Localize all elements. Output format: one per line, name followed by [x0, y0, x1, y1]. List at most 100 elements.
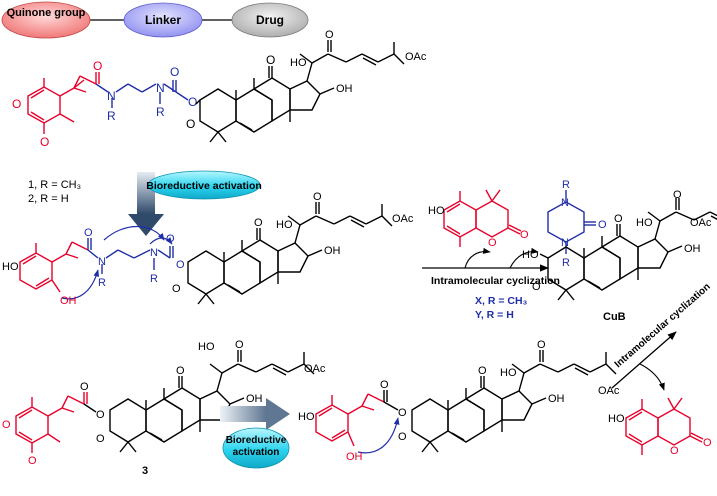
bioreductive-activation-label: Bioreductive activation	[146, 180, 262, 192]
atom-o: O	[614, 213, 623, 225]
bioreductive-activation-label: Bioreductive activation	[225, 435, 287, 458]
atom-ho: HO	[522, 249, 539, 261]
intramolecular-cyclization-label: Intramolecular cyclization	[613, 281, 713, 370]
atom-ho: HO	[2, 261, 19, 273]
compound-2-label: 2, R = H	[28, 193, 69, 205]
atom-oac: OAc	[598, 385, 620, 397]
intramolecular-cyclization-label: Intramolecular cyclization	[431, 275, 560, 287]
atom-r: R	[107, 109, 116, 123]
drug-label: Drug	[256, 13, 284, 27]
atom-ho: HO	[290, 57, 307, 69]
atom-o: O	[398, 407, 407, 419]
atom-o: O	[176, 365, 185, 377]
atom-oh: OH	[548, 393, 565, 405]
atom-o: O	[537, 339, 546, 351]
atom-o: O	[172, 283, 181, 295]
atom-o: O	[313, 191, 322, 203]
atom-ho: HO	[500, 367, 517, 379]
atom-o: O	[84, 227, 93, 239]
atom-o: O	[254, 217, 263, 229]
atom-n: N	[561, 197, 569, 209]
bioreductive-activation-badge	[222, 427, 290, 469]
bioreductive-activation-badge	[147, 170, 261, 200]
atom-o: O	[186, 117, 195, 131]
atom-o: O	[96, 409, 105, 421]
prodrug-1-2: O O O N N R R O O O O O HO OH OAc	[12, 29, 427, 149]
atom-o: O	[188, 95, 197, 109]
atom-o: O	[703, 437, 712, 449]
compound-1-label: 1, R = CH₃	[28, 179, 81, 191]
atom-r: R	[562, 257, 570, 269]
atom-o: O	[28, 455, 37, 467]
atom-r: R	[98, 277, 106, 289]
linker-chain	[95, 80, 189, 108]
atom-o: O	[2, 419, 11, 431]
atom-o: O	[40, 135, 49, 149]
atom-oac: OAc	[304, 363, 326, 375]
atom-oac: OAc	[392, 213, 414, 225]
atom-n: N	[107, 89, 116, 103]
reaction-arrow	[611, 331, 677, 389]
atom-oac: OAc	[690, 217, 712, 229]
atom-oh: OH	[246, 393, 263, 405]
atom-ho: HO	[428, 205, 445, 217]
atom-o: O	[266, 53, 275, 67]
atom-o: O	[398, 431, 407, 443]
atom-oh: OH	[336, 83, 353, 95]
atom-n: N	[561, 237, 569, 249]
atom-o: O	[170, 65, 179, 79]
atom-o: O	[670, 445, 679, 457]
atom-o: O	[12, 97, 21, 111]
atom-o: O	[325, 29, 334, 41]
atom-o: O	[520, 229, 529, 241]
atom-r: R	[150, 273, 158, 285]
atom-n: N	[150, 247, 158, 259]
product-cub-label: CuB	[603, 311, 626, 323]
atom-o: O	[93, 59, 102, 73]
reduced-intermediate	[19, 226, 174, 300]
reduced-intermediate-3	[315, 390, 400, 454]
atom-o: O	[478, 365, 487, 377]
atom-o: O	[80, 381, 89, 393]
atom-ho: HO	[608, 413, 625, 425]
quinone-ellipse	[1, 1, 91, 39]
atom-r: R	[562, 179, 570, 191]
lactone-byproduct-3	[625, 397, 704, 455]
quinone-label: Quinone group	[6, 7, 86, 19]
atom-o: O	[96, 433, 105, 445]
compound-3-label: 3	[142, 465, 148, 477]
atom-n: N	[156, 81, 165, 95]
atom-o: O	[598, 219, 607, 231]
atom-o: O	[673, 189, 682, 201]
lactone-byproduct	[443, 189, 522, 247]
atom-o: O	[380, 379, 389, 391]
atom-oh: OH	[60, 295, 77, 307]
atom-oh: OH	[324, 245, 341, 257]
linker-ellipse	[123, 2, 203, 38]
atom-o: O	[176, 259, 185, 271]
atom-r: R	[156, 105, 165, 119]
compound-y-label: Y, R = H	[475, 309, 514, 321]
atom-oh: OH	[684, 243, 701, 255]
prodrug-3	[15, 392, 97, 453]
atom-oac: OAc	[405, 51, 427, 63]
quinone-ring	[27, 72, 100, 134]
atom-o: O	[235, 339, 244, 351]
atom-ho: HO	[276, 219, 293, 231]
activation-arrow-right	[220, 398, 290, 430]
atom-ho: HO	[636, 217, 653, 229]
compound-x-label: X, R = CH₃	[475, 295, 528, 307]
atom-o: O	[166, 233, 175, 245]
cyclic-urea-byproduct	[547, 190, 596, 254]
atom-o: O	[488, 237, 497, 249]
atom-ho: HO	[198, 341, 215, 353]
atom-o: O	[532, 281, 541, 293]
atom-ho: HO	[298, 411, 315, 423]
atom-n: N	[98, 256, 106, 268]
linker-label: Linker	[145, 13, 181, 27]
drug-ellipse	[231, 2, 309, 38]
legend-diagram	[1, 1, 309, 39]
atom-oh: OH	[346, 451, 363, 463]
